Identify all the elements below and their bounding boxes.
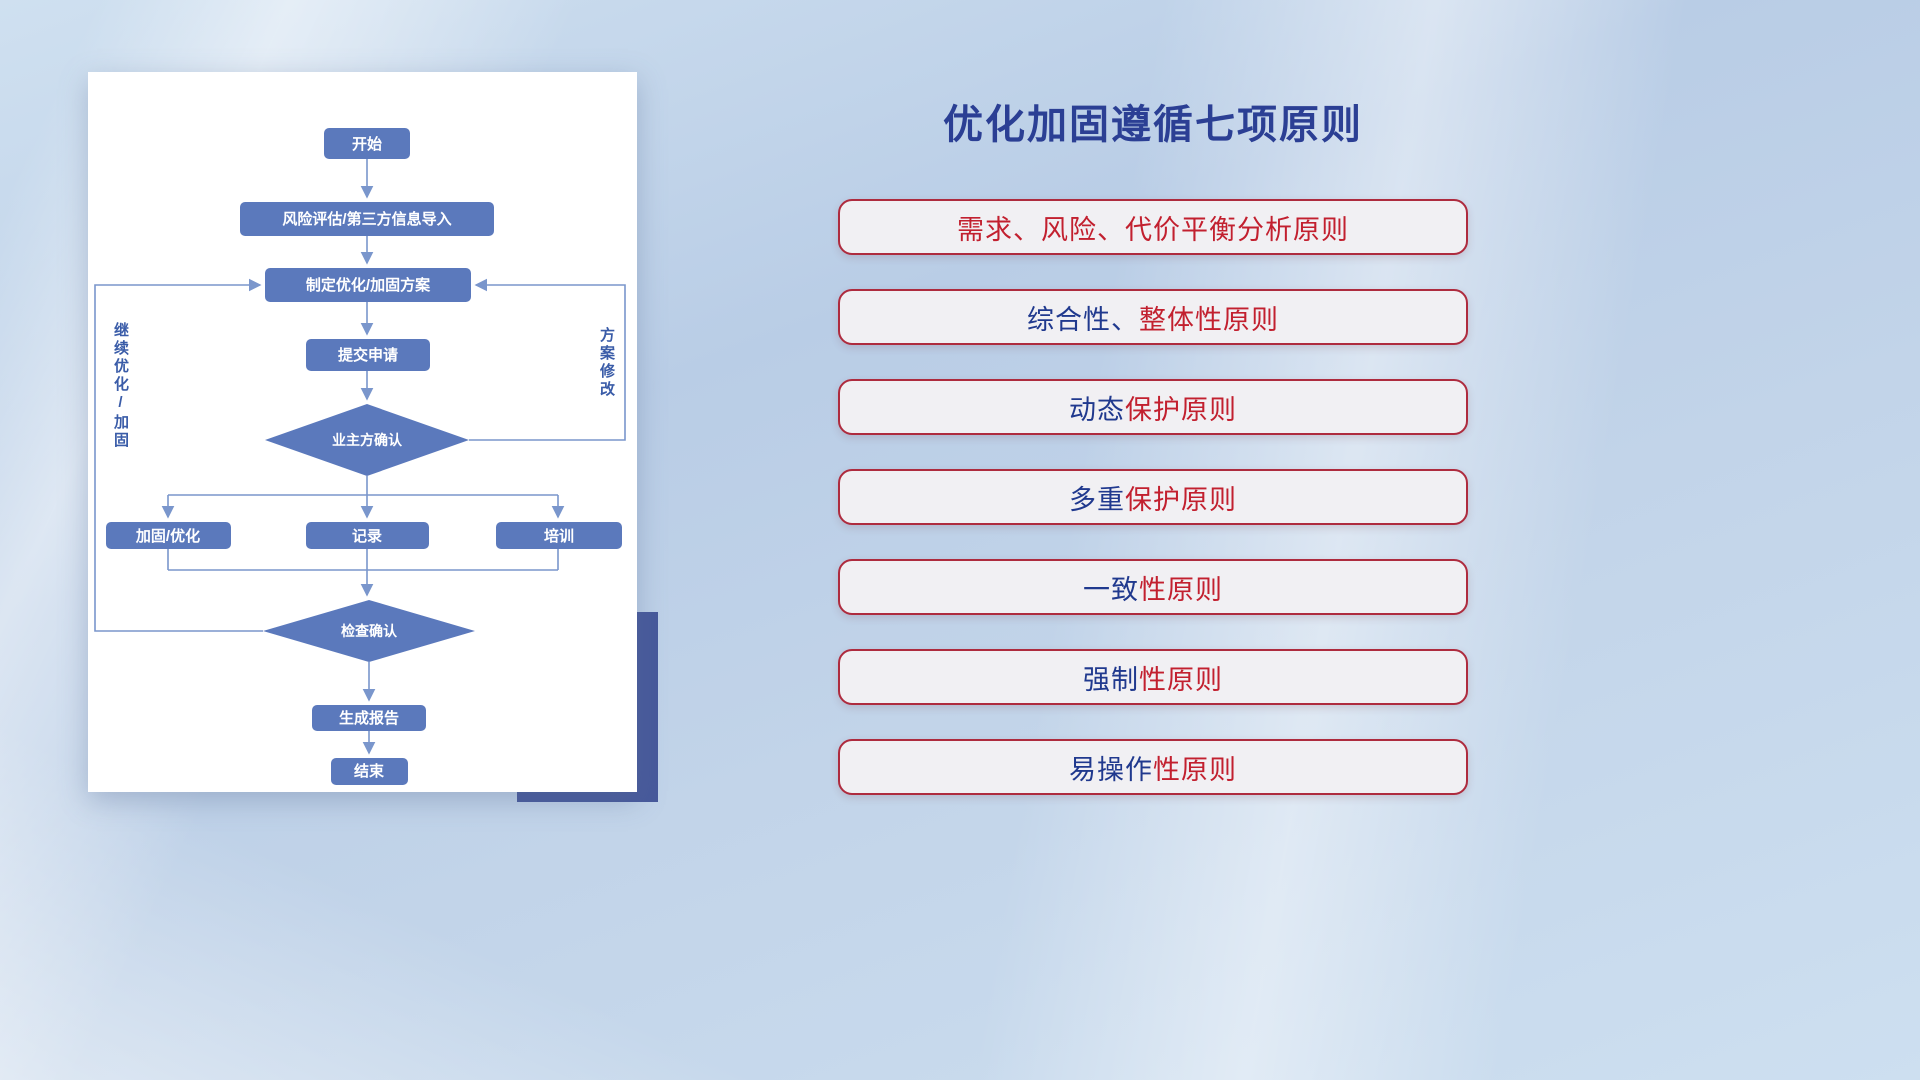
principle-pill: 一致性原则 bbox=[838, 559, 1468, 615]
principles-panel: 优化加固遵循七项原则 需求、风险、代价平衡分析原则综合性、整体性原则动态保护原则… bbox=[838, 0, 1468, 1080]
principle-pill: 综合性、整体性原则 bbox=[838, 289, 1468, 345]
node-submit-application-label: 提交申请 bbox=[338, 346, 398, 364]
flowchart: 开始 风险评估/第三方信息导入 制定优化/加固方案 提交申请 业主方确认 加固/… bbox=[94, 128, 626, 785]
flowchart-card: 开始 风险评估/第三方信息导入 制定优化/加固方案 提交申请 业主方确认 加固/… bbox=[88, 72, 637, 792]
node-owner-confirm-label: 业主方确认 bbox=[332, 432, 403, 448]
principle-text-segment: 多重 bbox=[1069, 484, 1125, 515]
node-training-label: 培训 bbox=[544, 527, 574, 545]
node-record-label: 记录 bbox=[352, 528, 382, 545]
node-check-confirm-diamond bbox=[263, 600, 475, 662]
node-end-label: 结束 bbox=[354, 762, 385, 780]
node-reinforce-optimize-label: 加固/优化 bbox=[135, 527, 200, 545]
flow-connectors bbox=[94, 159, 626, 755]
node-end bbox=[331, 758, 408, 785]
page-title: 优化加固遵循七项原则 bbox=[943, 103, 1363, 147]
node-check-confirm-label: 检查确认 bbox=[341, 623, 398, 639]
node-start bbox=[324, 128, 410, 159]
node-training bbox=[496, 522, 622, 549]
principle-pill: 易操作性原则 bbox=[838, 739, 1468, 795]
principle-text-segment: 需求、风险、代价平衡分析原则 bbox=[957, 214, 1349, 245]
flow-connector-continue-optimize bbox=[94, 278, 263, 632]
principle-pill: 强制性原则 bbox=[838, 649, 1468, 705]
node-generate-report bbox=[312, 705, 426, 731]
feedback-label-plan-revision: 方案修改 bbox=[598, 327, 615, 399]
principle-text-segment: 强制 bbox=[1083, 664, 1139, 695]
principle-text-segment: 性原则 bbox=[1139, 664, 1223, 695]
principles-list: 需求、风险、代价平衡分析原则综合性、整体性原则动态保护原则多重保护原则一致性原则… bbox=[838, 199, 1468, 829]
principle-text-segment: 整体性原则 bbox=[1139, 304, 1279, 335]
flow-connector-plan-revision bbox=[469, 278, 626, 441]
principle-text-segment: 一致 bbox=[1083, 574, 1139, 605]
principle-text-segment: 性原则 bbox=[1153, 754, 1237, 785]
node-risk-assessment-label: 风险评估/第三方信息导入 bbox=[282, 210, 451, 228]
node-submit-application bbox=[306, 339, 430, 371]
node-make-plan bbox=[265, 268, 471, 302]
node-risk-assessment bbox=[240, 202, 494, 236]
principle-text-segment: 易操作 bbox=[1069, 754, 1153, 785]
node-record bbox=[306, 522, 429, 549]
principle-text-segment: 综合性、 bbox=[1027, 304, 1139, 335]
node-reinforce-optimize bbox=[106, 522, 231, 549]
principle-pill: 需求、风险、代价平衡分析原则 bbox=[838, 199, 1468, 255]
node-generate-report-label: 生成报告 bbox=[339, 709, 399, 727]
principle-pill: 动态保护原则 bbox=[838, 379, 1468, 435]
principle-text-segment: 性原则 bbox=[1139, 574, 1223, 605]
principle-text-segment: 保护原则 bbox=[1125, 484, 1237, 515]
principle-text-segment: 动态 bbox=[1069, 394, 1125, 425]
flow-nodes: 开始 风险评估/第三方信息导入 制定优化/加固方案 提交申请 业主方确认 加固/… bbox=[106, 128, 622, 785]
node-owner-confirm-diamond bbox=[265, 404, 469, 476]
node-start-label: 开始 bbox=[352, 135, 382, 153]
feedback-label-continue-optimize: 继续优化/加固 bbox=[112, 322, 129, 450]
node-make-plan-label: 制定优化/加固方案 bbox=[306, 276, 431, 294]
principle-pill: 多重保护原则 bbox=[838, 469, 1468, 525]
principle-text-segment: 保护原则 bbox=[1125, 394, 1237, 425]
